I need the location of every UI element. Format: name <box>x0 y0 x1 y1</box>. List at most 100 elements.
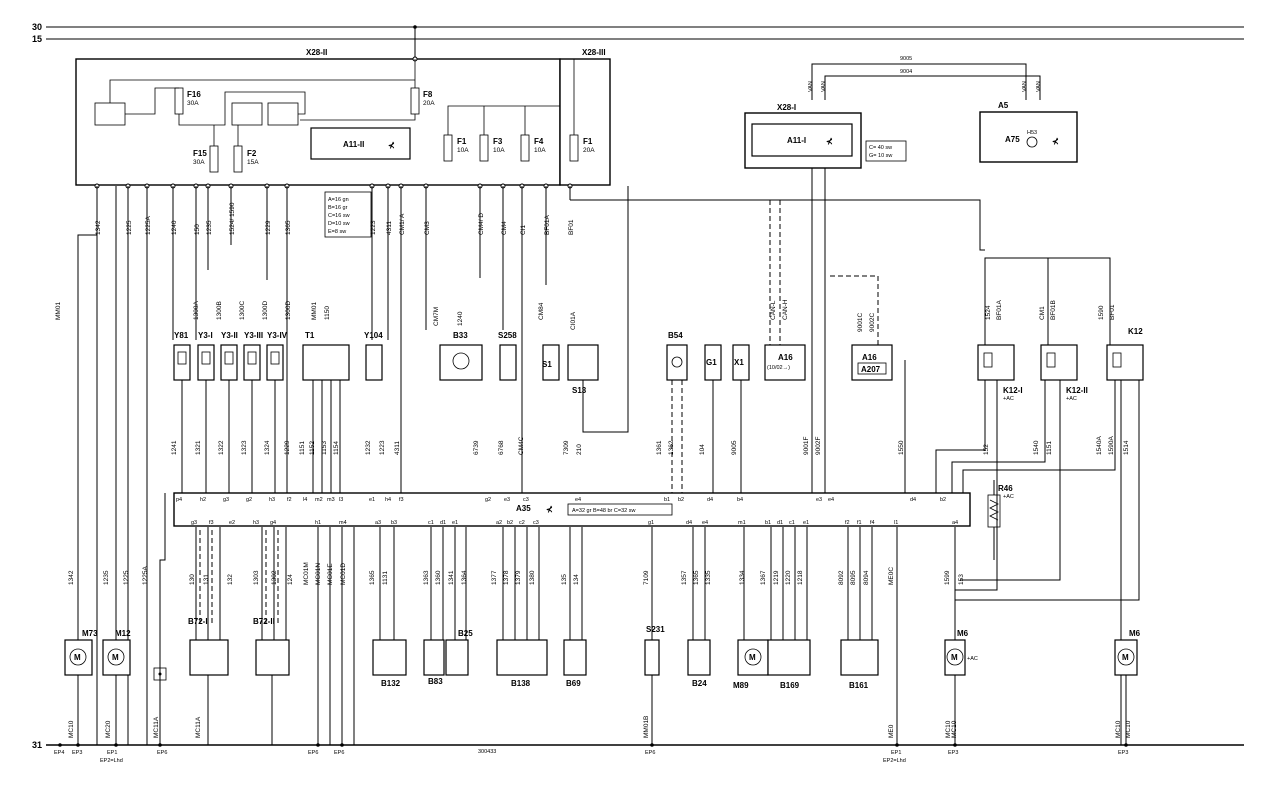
ecu-top-pin: e4 <box>575 497 581 503</box>
ecu-bottom-pin: c2 <box>519 520 525 526</box>
fusebox-wire-label: 1235 <box>206 220 213 235</box>
switch-s258-icon <box>499 344 517 381</box>
fuse-f8-name: F8 <box>423 90 433 99</box>
ecu-bottom-pin: f4 <box>870 520 875 526</box>
ecu-bottom-wire-label: 1303 <box>253 570 260 585</box>
motor-symbol: M <box>112 653 119 662</box>
fuse-f15-rating: 30A <box>193 159 205 166</box>
ecu-top-wire-label: 1151 <box>1046 441 1053 455</box>
fusebox-x28-iii-label: X28-III <box>582 48 606 57</box>
wire <box>960 380 1061 581</box>
transistor-icon: ⊀ <box>388 141 395 150</box>
component-label: S258 <box>498 331 517 340</box>
component-label: B69 <box>566 679 581 688</box>
ecu-bottom-pin: f3 <box>209 520 214 526</box>
module-a11-i <box>751 123 853 157</box>
ecu-top-pin: b1 <box>664 497 670 503</box>
ecu-bottom-pin: a4 <box>952 520 958 526</box>
rail-31-label: 31 <box>32 740 42 750</box>
ground-wire-label: MM01B <box>643 716 650 738</box>
component-label: B33 <box>453 331 468 340</box>
rail-15-label: 15 <box>32 34 42 44</box>
ecu-top-wire-label: 1241 <box>171 440 178 455</box>
ground-connector-dot <box>158 672 162 676</box>
ecu-top-wire-label: 1540A <box>1096 436 1103 455</box>
component-label: B72-II <box>253 617 275 626</box>
switch-s13-icon <box>567 344 599 381</box>
coil-icon <box>201 351 211 365</box>
ecu-top-pin: b4 <box>737 497 743 503</box>
ground-junction <box>114 743 118 747</box>
component-label: B132 <box>381 679 401 688</box>
sensor-b33-icon <box>439 344 483 381</box>
ecu-bottom-wire-label: 1379 <box>515 570 522 585</box>
ecu-top-wire-label: 1323 <box>241 440 248 455</box>
module-a11-ii <box>310 127 411 160</box>
ecu-bottom-pin: h1 <box>315 520 321 526</box>
bus-wire-9004: 9004 <box>900 69 912 75</box>
ecu-top-wire-label: 1153 <box>321 441 328 455</box>
component-label: B24 <box>692 679 707 688</box>
component-b161-icon <box>840 639 879 676</box>
ecu-bottom-pin: g1 <box>648 520 654 526</box>
ecu-bottom-wire-label: ME0C <box>888 567 895 585</box>
ecu-top-pin: h4 <box>385 497 391 503</box>
motor-icon <box>946 648 964 666</box>
component-label: K12-II <box>1066 386 1088 395</box>
can-wire <box>830 275 879 345</box>
component-label: B161 <box>849 681 869 690</box>
fusebox-wire-label: 1524/ 1590 <box>229 202 236 235</box>
rail-30-label: 30 <box>32 22 42 32</box>
fuse-f2-name: F2 <box>247 149 257 158</box>
fuse-f1-20a-name: F1 <box>583 137 593 146</box>
component-b83-icon <box>423 639 445 676</box>
x28-i-module: 9005 9004 X28-I A11-I ⊀ C= 40 sw G= 10 s… <box>744 56 1078 169</box>
relay-k12-icon <box>1106 344 1144 381</box>
legend-e: E=8 sw <box>328 229 346 235</box>
module-a5-label: A5 <box>998 101 1009 110</box>
legend-b: B=16 gr <box>328 205 348 211</box>
component-b24-icon <box>687 639 711 676</box>
motor-symbol: M <box>951 653 958 662</box>
ecu-top-wire-label: 1361 <box>656 440 663 455</box>
wire <box>570 199 985 251</box>
sensor-b54-icon <box>666 344 688 381</box>
fusebox-wire-label: CM3 <box>424 221 431 235</box>
component-label: S1 <box>542 360 552 369</box>
mid-wire-label: BF01A <box>996 299 1003 320</box>
ecu-top-wire-label: 1154 <box>333 441 340 455</box>
mid-wire-label: MM01 <box>311 302 318 320</box>
component-label: K12-I <box>1003 386 1023 395</box>
ecu-bottom-pin: a3 <box>375 520 381 526</box>
resistor-r46-ac: +AC <box>1003 494 1014 500</box>
ecu-top-pin: l3 <box>339 497 343 503</box>
can-h-label: CAN-H <box>782 299 789 320</box>
ground-junction <box>316 743 320 747</box>
mid-wire-label: 1300D <box>262 301 269 320</box>
wire <box>935 380 986 493</box>
ecu-bottom-wire-label: 1360 <box>435 570 442 585</box>
ecu-top-wire-label: 1223 <box>379 440 386 455</box>
ecu-bottom-pin: b1 <box>765 520 771 526</box>
ecu-bottom-pin: d4 <box>686 520 692 526</box>
ecu-top-pin: e3 <box>504 497 510 503</box>
ecu-bottom-wire-label: 1599 <box>944 570 951 585</box>
x28-i-label: X28-I <box>777 103 796 112</box>
legend-a: A=16 gn <box>328 197 349 203</box>
ecu-bottom-wire-label: 1335 <box>705 570 712 585</box>
ecu-bottom-wire-label: 1357 <box>681 570 688 585</box>
ecu-bottom-wire-label: 1131 <box>382 571 389 585</box>
solenoid-valve-icon <box>220 344 238 381</box>
ecu-top-pin: d4 <box>910 497 916 503</box>
fusebox-wire-label: 4311 <box>386 221 393 235</box>
component-label: S13 <box>572 386 587 395</box>
module-a16-icon <box>764 344 806 381</box>
ground-wire-label: MC10 <box>945 720 952 738</box>
ecu-bottom-wire-label: 1235 <box>103 570 110 585</box>
ground-junction <box>895 743 899 747</box>
component-b69-icon <box>563 639 587 676</box>
ecu-bottom-wire-label: 7109 <box>643 570 650 585</box>
ecu-top-pin: e3 <box>816 497 822 503</box>
ecu-bottom-wire-label: 1225A <box>142 566 149 585</box>
ground-junction <box>340 743 344 747</box>
